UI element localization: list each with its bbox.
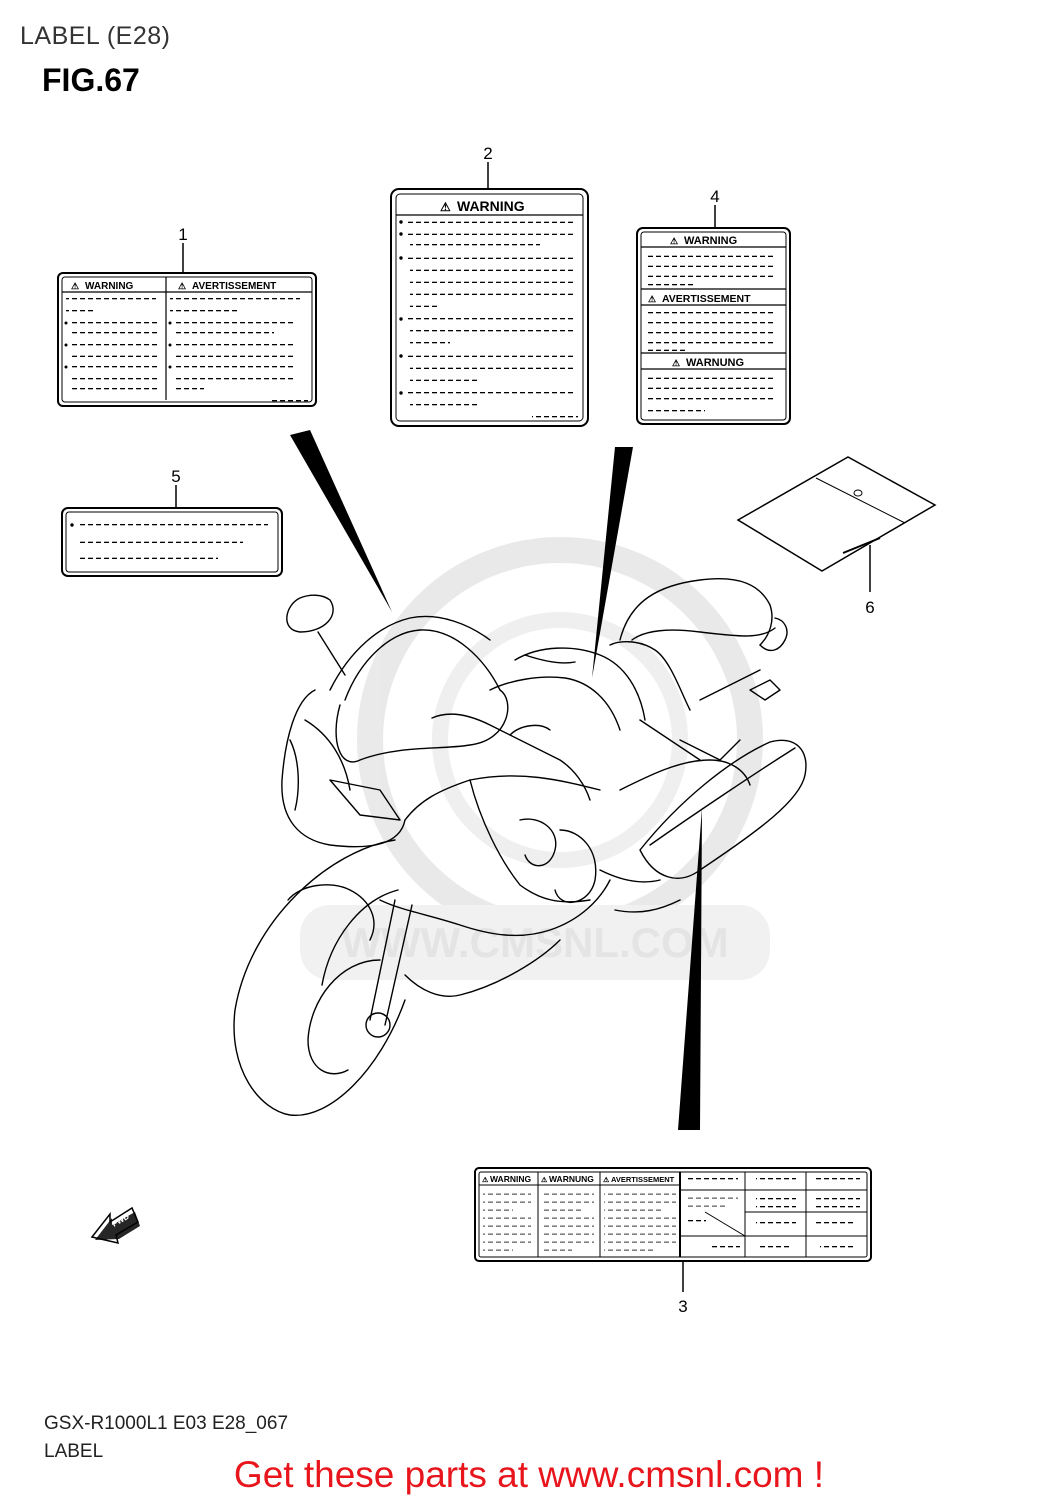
pointer-wedges [290, 430, 702, 1130]
watermark-text: WWW.CMSNL.COM [341, 919, 728, 966]
warning-triangle-icon: ⚠ [672, 358, 680, 368]
warning-triangle-icon: ⚠ [482, 1176, 489, 1184]
warning-triangle-icon: ⚠ [603, 1176, 610, 1184]
fwd-arrow-icon: FWD [90, 1206, 140, 1245]
callout-2: 2 [483, 144, 492, 163]
warning-triangle-icon: ⚠ [440, 200, 451, 214]
label-4-avertissement-heading: AVERTISSEMENT [662, 293, 751, 305]
diagram-code: GSX-R1000L1 E03 E28_067 [44, 1413, 289, 1434]
figure-number: FIG.67 [42, 62, 140, 98]
label-6 [736, 456, 937, 572]
callout-1: 1 [178, 225, 187, 244]
warning-triangle-icon: ⚠ [541, 1176, 548, 1184]
warning-triangle-icon: ⚠ [648, 294, 656, 304]
label-1: ⚠ WARNING ⚠ AVERTISSEMENT [57, 272, 317, 407]
label-3: ⚠ WARNING ⚠ WARNUNG ⚠ AVERTISSEMENT [474, 1167, 872, 1262]
label-3-warnung-heading: WARNUNG [549, 1174, 594, 1184]
warning-triangle-icon: ⚠ [71, 281, 79, 291]
warning-triangle-icon: ⚠ [178, 281, 186, 291]
warning-triangle-icon: ⚠ [670, 236, 678, 246]
callout-3: 3 [678, 1297, 687, 1316]
diagram-label: LABEL [44, 1441, 104, 1462]
callouts: 1 2 4 5 6 3 [171, 144, 874, 1316]
label-3-warning-heading: WARNING [490, 1174, 531, 1184]
label-4: ⚠ WARNING ⚠ AVERTISSEMENT ⚠ WARNUNG [636, 227, 791, 425]
label-5 [61, 507, 283, 577]
label-2: ⚠ WARNING [390, 188, 589, 427]
cta-link[interactable]: Get these parts at www.cmsnl.com ! [233, 1454, 825, 1495]
watermark: WWW.CMSNL.COM [300, 537, 770, 980]
callout-6: 6 [865, 598, 874, 617]
page-header-title: LABEL (E28) [20, 22, 171, 50]
label-4-warning-heading: WARNING [684, 235, 737, 247]
callout-5: 5 [171, 467, 180, 486]
label-1-avertissement-heading: AVERTISSEMENT [192, 281, 276, 292]
label-1-warning-heading: WARNING [85, 281, 134, 292]
callout-4: 4 [710, 187, 719, 206]
label-3-avertissement-heading: AVERTISSEMENT [611, 1175, 675, 1184]
label-4-warnung-heading: WARNUNG [686, 357, 744, 369]
motorcycle-outline [233, 578, 807, 1116]
label-2-warning-heading: WARNING [457, 198, 525, 214]
